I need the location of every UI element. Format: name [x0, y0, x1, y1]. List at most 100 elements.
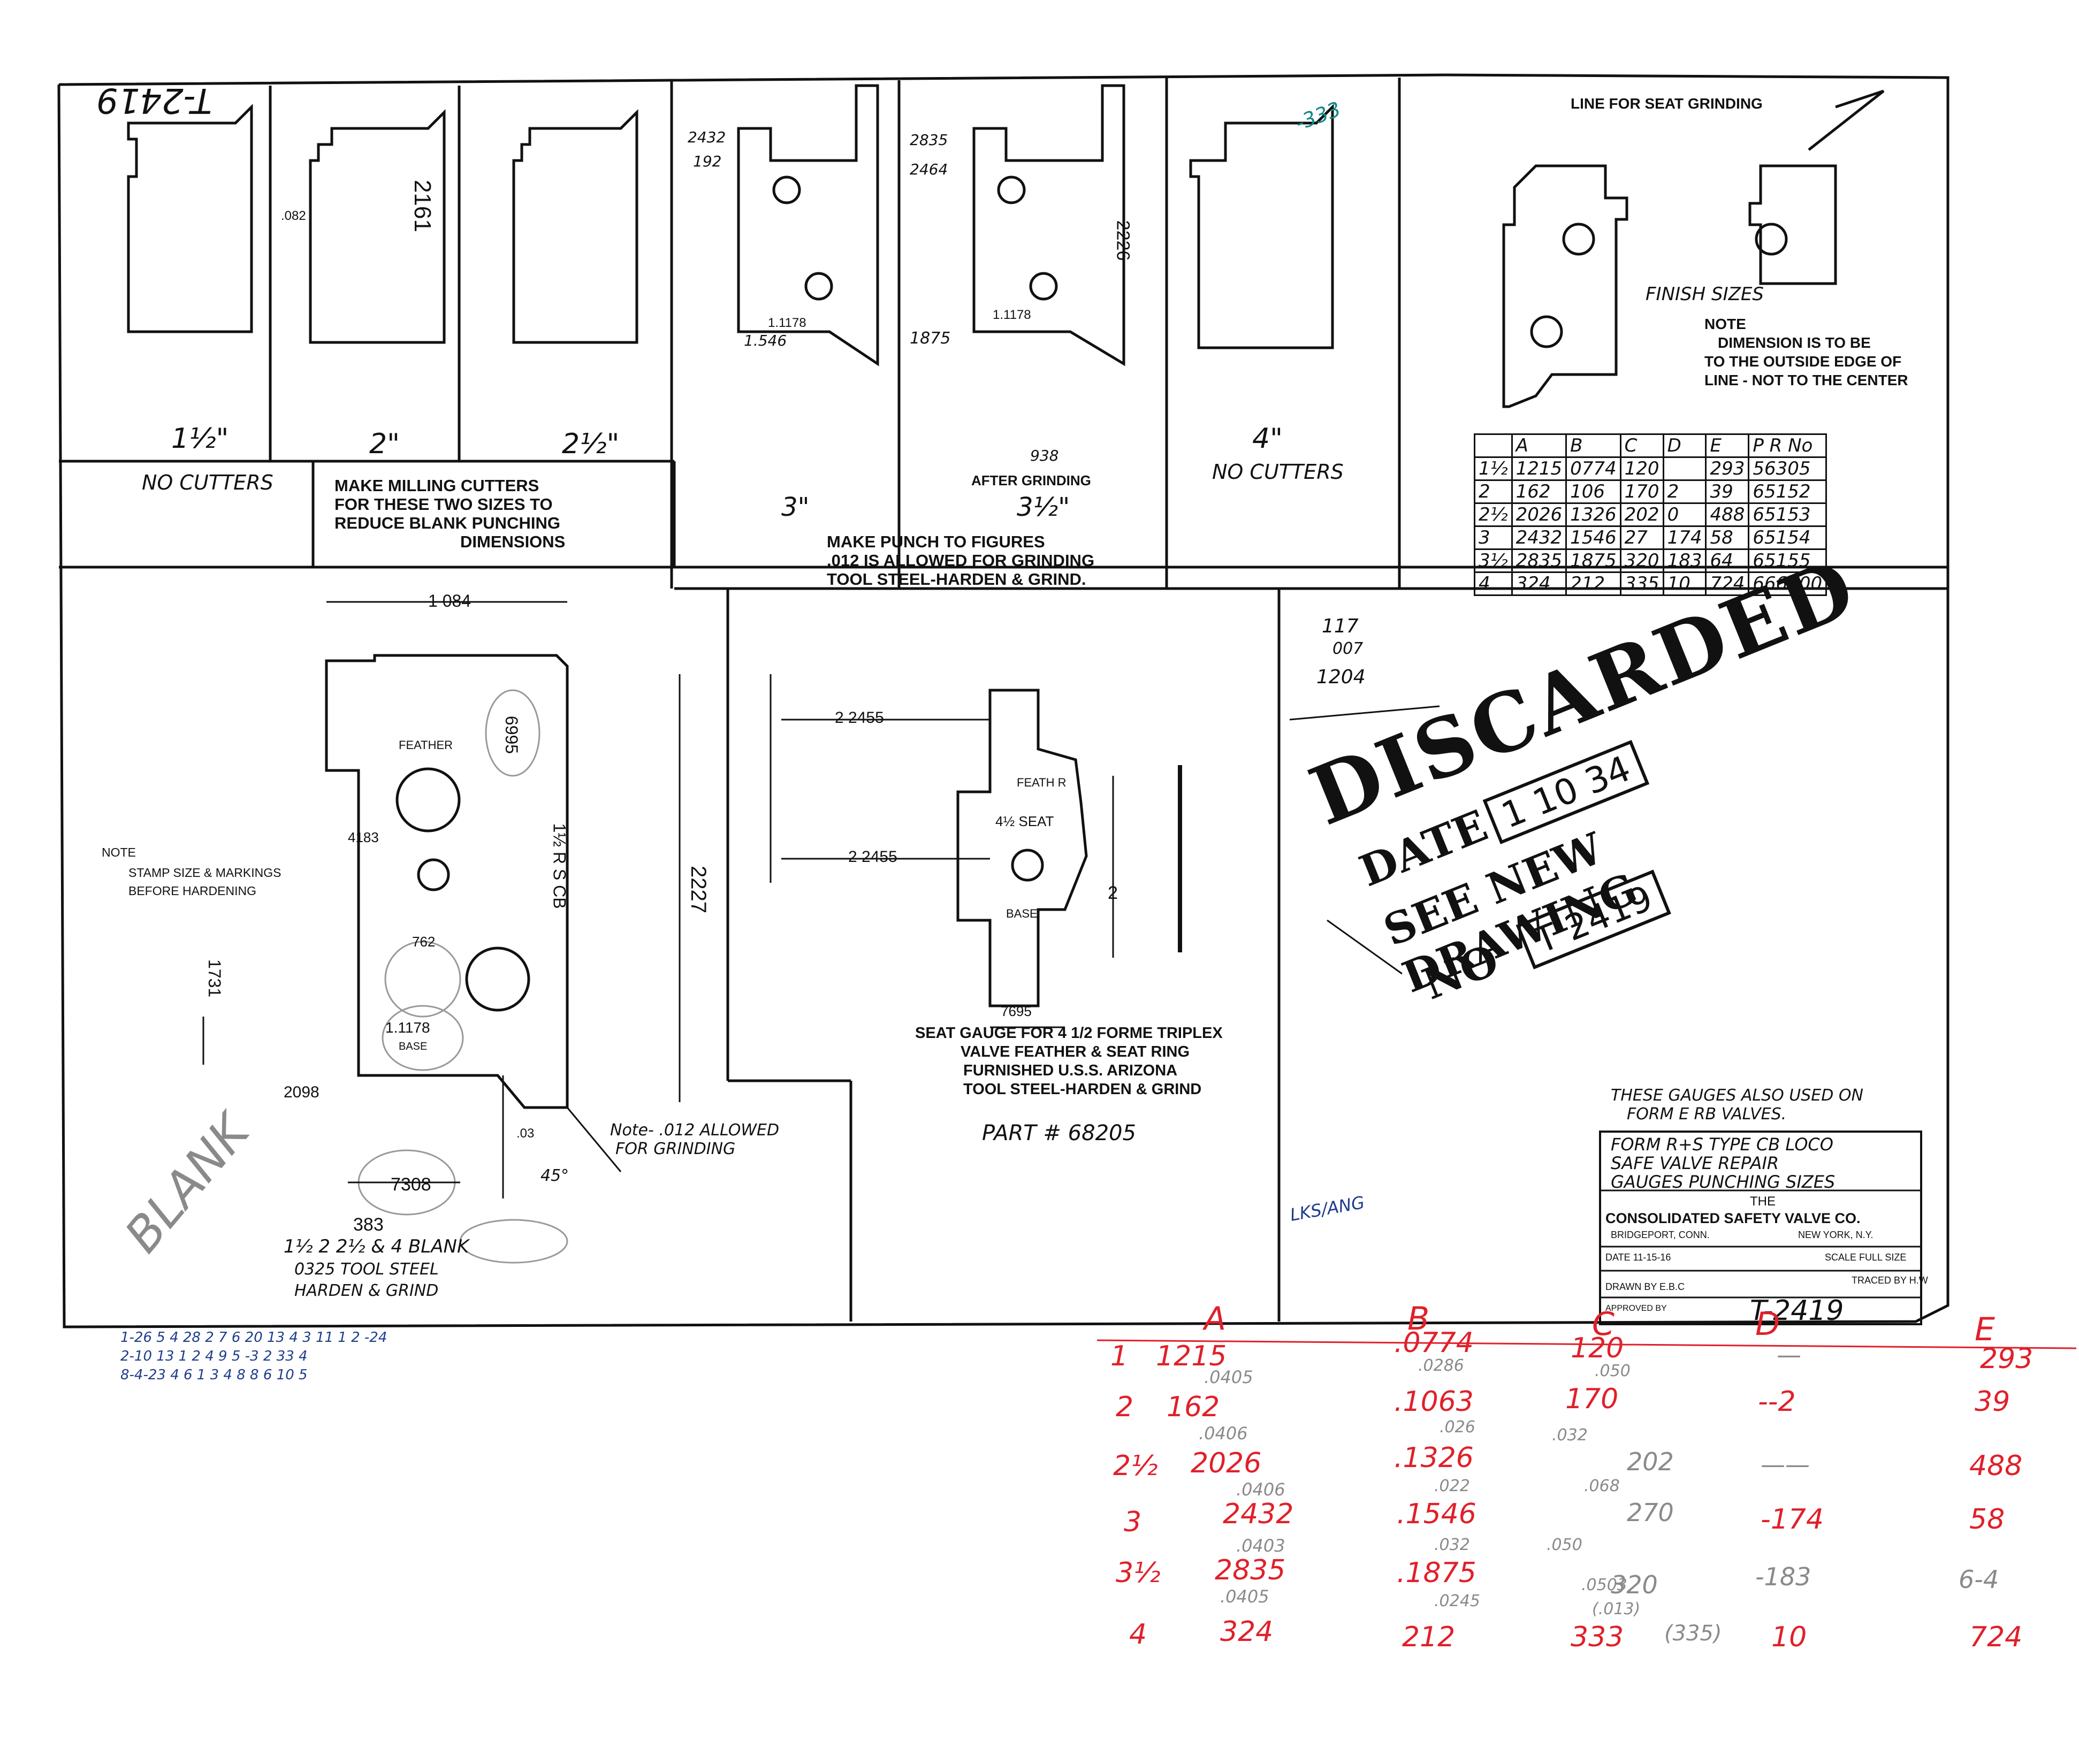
- dim-label: 383: [353, 1215, 384, 1235]
- dim-line: [566, 1107, 622, 1172]
- table-cell: 0: [1662, 502, 1707, 527]
- size-caption-2-5: 2½": [562, 428, 620, 460]
- dim-label: 2464: [910, 161, 948, 178]
- stamp-note-line: BEFORE HARDENING: [128, 884, 256, 898]
- title-drawn: DRAWN BY E.B.C: [1605, 1281, 1685, 1292]
- title-approved: APPROVED BY: [1605, 1304, 1667, 1313]
- title-date: DATE 11-15-16: [1605, 1252, 1671, 1263]
- grind-note-line: FOR GRINDING: [615, 1140, 736, 1158]
- sheet-border: [57, 73, 1949, 1328]
- milling-note-line: REDUCE BLANK PUNCHING: [334, 514, 560, 532]
- red-cell: 58: [1969, 1503, 2005, 1536]
- bottom-note-line: 1-26 5 4 28 2 7 6 20 13 4 3 11 1 2 -24: [120, 1330, 387, 1346]
- title-line: FORM R+S TYPE CB LOCO: [1611, 1134, 1833, 1155]
- red-size: 1: [1110, 1340, 1129, 1372]
- dim-label: 7308: [391, 1174, 431, 1195]
- pencil-circle: [485, 689, 540, 777]
- drawing-number-bottom: T-2419: [1750, 1295, 1844, 1327]
- red-cell: 293: [1980, 1343, 2034, 1375]
- table-cell: 65154: [1748, 525, 1827, 550]
- red-cell: 320: [1611, 1570, 1658, 1599]
- table-cell: 324: [1511, 571, 1567, 596]
- pencil-note: .032: [1552, 1426, 1588, 1445]
- title-scale: SCALE FULL SIZE: [1825, 1252, 1907, 1263]
- pencil-note: .032: [1434, 1536, 1470, 1554]
- dim-label: 4183: [348, 829, 379, 845]
- blank-outline-2-5: [512, 109, 638, 344]
- finish-sizes-label: FINISH SIZES: [1646, 284, 1764, 305]
- table-cell: 120: [1619, 456, 1664, 481]
- pencil-note: .050: [1547, 1536, 1582, 1554]
- dim-label: 2432: [688, 128, 726, 146]
- pencil-note: 117: [1322, 615, 1359, 637]
- red-cell: 724: [1969, 1621, 2023, 1653]
- size-caption-3-5: 3½": [1017, 492, 1070, 522]
- table-cell: 64: [1705, 548, 1750, 573]
- table-cell: 10: [1662, 571, 1707, 596]
- large-blank-hole: [465, 946, 530, 1012]
- pencil-note: .022: [1434, 1477, 1470, 1495]
- seat-gauge-note-line: VALVE FEATHER & SEAT RING: [961, 1043, 1190, 1060]
- pencil-note: .068: [1584, 1477, 1620, 1495]
- dim-label: 1 084: [428, 591, 471, 610]
- dim-label: 6995: [502, 715, 522, 754]
- red-size: 2½: [1113, 1450, 1158, 1482]
- red-cell: 39: [1975, 1386, 2011, 1418]
- table-cell: 724: [1705, 571, 1750, 596]
- pencil-note: (.013): [1592, 1600, 1641, 1618]
- pencil-note: .0406: [1236, 1479, 1285, 1500]
- punch-outline-3: [737, 84, 879, 366]
- table-cell: 1326: [1565, 502, 1621, 527]
- red-cell: 170: [1565, 1383, 1619, 1415]
- punch-note-line: TOOL STEEL-HARDEN & GRIND.: [827, 570, 1086, 589]
- dim-label: 7695: [1001, 1003, 1032, 1019]
- dim-label: 2835: [910, 131, 948, 149]
- punch-note-line: MAKE PUNCH TO FIGURES: [827, 532, 1045, 551]
- table-cell: 2835: [1511, 548, 1567, 573]
- large-blank-hole: [417, 858, 450, 891]
- seat-gauge-note-line: TOOL STEEL-HARDEN & GRIND: [963, 1081, 1202, 1098]
- table-cell: 1875: [1565, 548, 1621, 573]
- no-cutters-label: NO CUTTERS: [142, 471, 273, 494]
- red-cell: .1063: [1394, 1386, 1474, 1418]
- dim-label: 938: [1030, 447, 1059, 464]
- table-cell: [1662, 456, 1707, 481]
- pencil-note: .0403: [1236, 1536, 1285, 1556]
- table-cell: 2: [1662, 479, 1707, 504]
- feather-label: FEATHER: [399, 738, 453, 752]
- after-grinding-label: AFTER GRINDING: [971, 472, 1091, 488]
- company-name: CONSOLIDATED SAFETY VALVE CO.: [1605, 1210, 1861, 1226]
- title-block: [1599, 1131, 1922, 1325]
- blank-caption-line: HARDEN & GRIND: [294, 1281, 439, 1300]
- table-header-cell: B: [1565, 433, 1621, 458]
- table-cell: 183: [1662, 548, 1707, 573]
- table-cell: 0774: [1565, 456, 1621, 481]
- dim-label: 1.1178: [993, 308, 1031, 322]
- bottom-note-line: 8-4-23 4 6 1 3 4 8 8 6 10 5: [120, 1367, 308, 1383]
- bottom-note-line: 2-10 13 1 2 4 9 5 -3 2 33 4: [120, 1348, 308, 1364]
- pencil-note: (335): [1664, 1621, 1722, 1646]
- gauge-marking: 1½ R S CB: [550, 823, 569, 909]
- table-cell: 4: [1474, 571, 1513, 596]
- red-cell: .1875: [1397, 1557, 1476, 1589]
- edge-note-line: DIMENSION IS TO BE: [1718, 334, 1871, 351]
- table-cell: 1215: [1511, 456, 1567, 481]
- drawing-number-top: T-2419: [96, 80, 212, 120]
- dim-label: 1.1178: [768, 316, 806, 330]
- table-cell: 3½: [1474, 548, 1513, 573]
- size-caption-2: 2": [369, 428, 400, 460]
- table-cell: 2432: [1511, 525, 1567, 550]
- seat-gauge-outline: [956, 689, 1088, 1007]
- base-label: BASE: [399, 1041, 428, 1052]
- pencil-note: .0405: [1220, 1586, 1269, 1607]
- company-ny: NEW YORK, N.Y.: [1798, 1230, 1874, 1240]
- grind-note-line: Note- .012 ALLOWED: [610, 1121, 780, 1140]
- punch-note-line: .012 IS ALLOWED FOR GRINDING: [827, 551, 1095, 570]
- finish-hole: [1562, 223, 1595, 256]
